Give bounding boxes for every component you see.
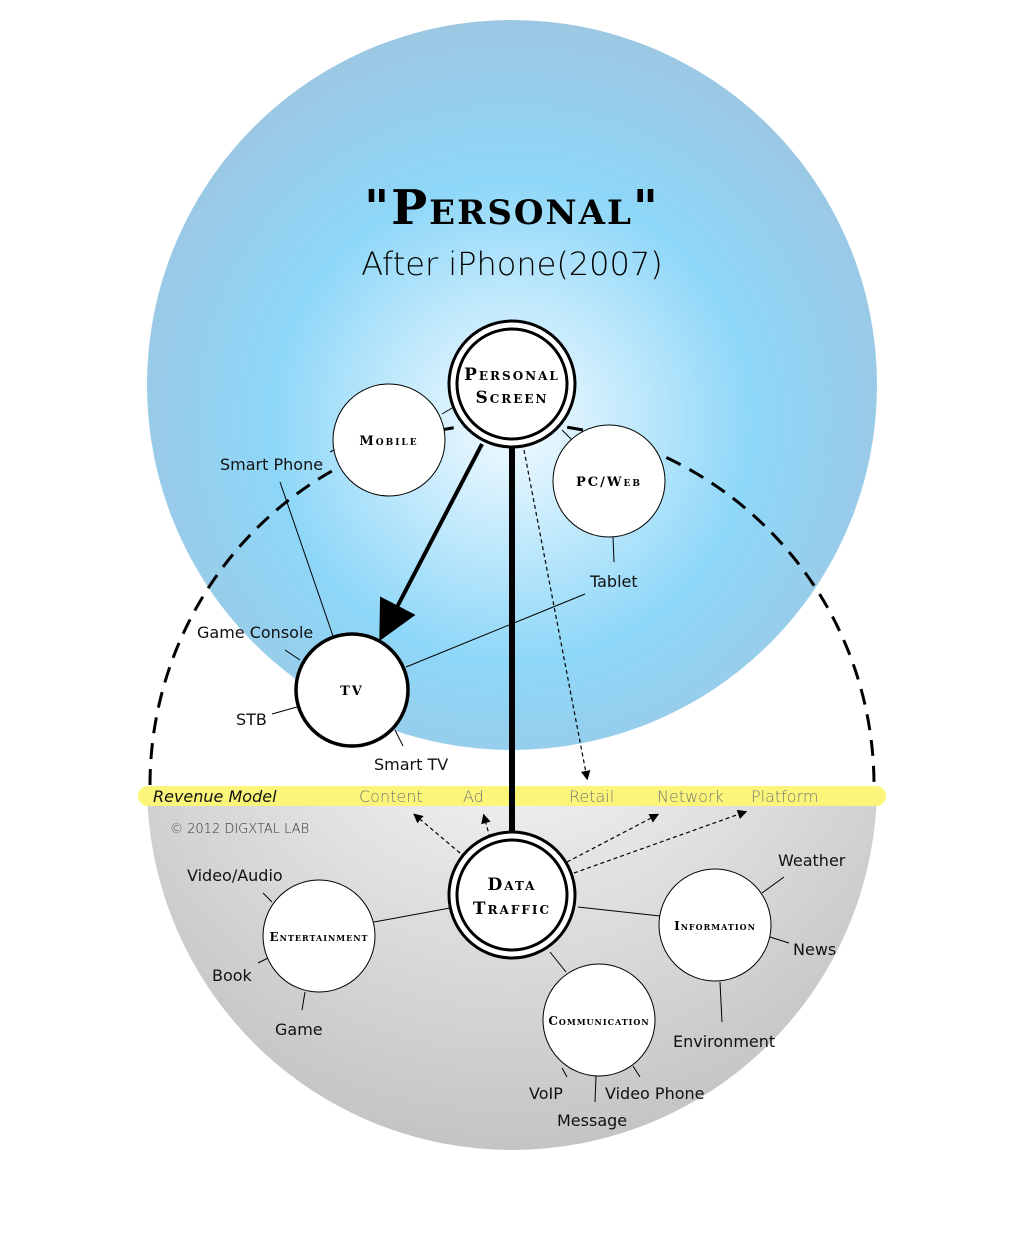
revenue-model-label: Revenue Model [153, 787, 277, 806]
communication-node [542, 963, 656, 1077]
data-traffic-node [447, 830, 577, 960]
node-label: Entertainment [269, 930, 368, 944]
label: Video Phone [605, 1084, 704, 1103]
node-label: Mobile [359, 434, 418, 449]
label: News [793, 940, 836, 959]
personal-screen-node [447, 319, 577, 449]
label: Book [212, 966, 253, 985]
revenue-item: Retail [569, 787, 614, 806]
mobile-node [332, 383, 446, 497]
label: Smart TV [374, 755, 448, 774]
revenue-item: Network [657, 787, 724, 806]
label: Video/Audio [187, 866, 283, 885]
revenue-item: Content [359, 787, 423, 806]
subtitle: After iPhone(2007) [361, 245, 662, 283]
revenue-item: Platform [751, 787, 818, 806]
label: VoIP [529, 1084, 563, 1103]
node-label: Data [488, 875, 537, 895]
label: Game [275, 1020, 323, 1039]
tv-node [294, 632, 410, 748]
label: Tablet [589, 572, 638, 591]
label: Message [557, 1111, 627, 1130]
label: STB [236, 710, 267, 729]
node-label: Personal [464, 365, 560, 385]
information-node [658, 868, 772, 982]
main-arrow [379, 443, 484, 642]
node-label: PC/Web [576, 475, 642, 490]
node-label: TV [340, 684, 364, 699]
title: "Personal" [364, 180, 660, 236]
copyright: © 2012 DIGXTAL LAB [170, 822, 309, 837]
node-label: Information [674, 919, 756, 933]
revenue-item: Ad [463, 787, 484, 806]
label: Smart Phone [220, 455, 323, 474]
label: Game Console [197, 623, 313, 642]
node-label: Communication [548, 1014, 649, 1028]
node-label: Traffic [473, 899, 551, 919]
label: Weather [778, 851, 846, 870]
entertainment-node [262, 879, 376, 993]
node-label: Screen [475, 388, 548, 408]
label: Environment [673, 1032, 775, 1051]
pcweb-node [552, 424, 666, 538]
